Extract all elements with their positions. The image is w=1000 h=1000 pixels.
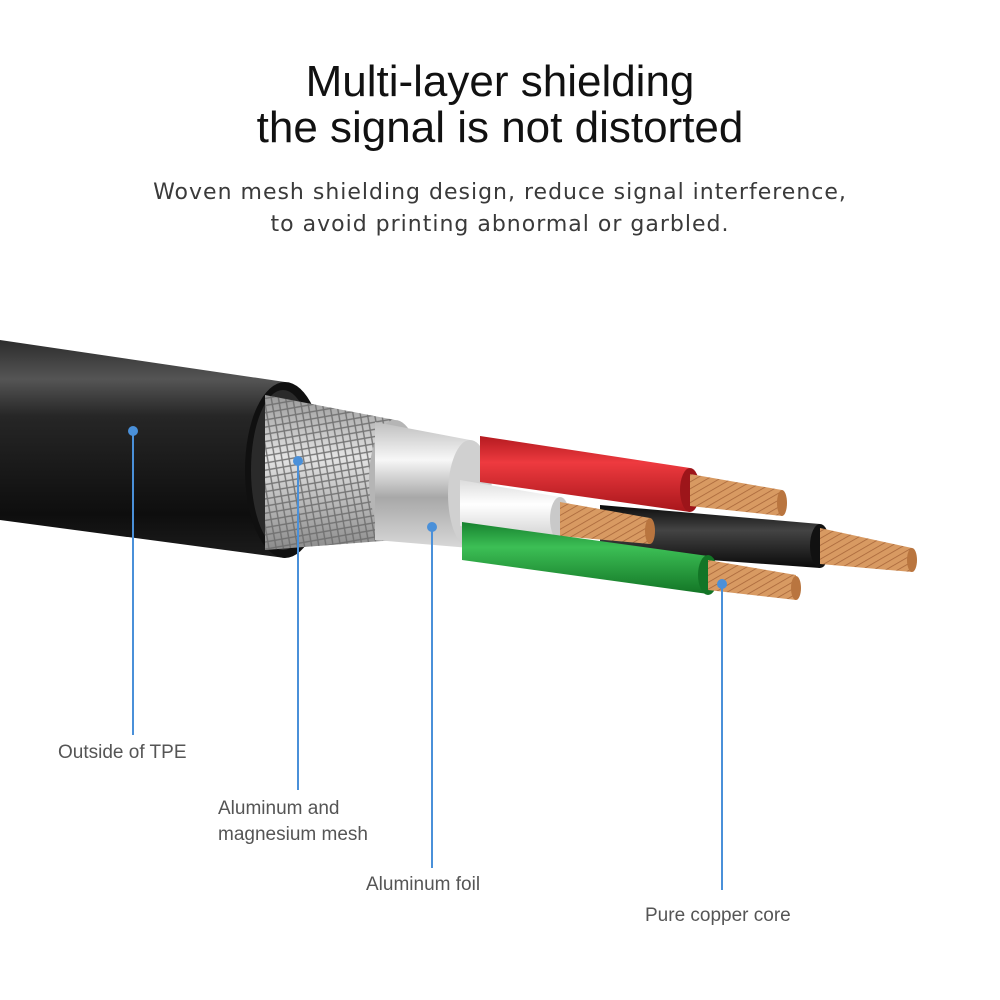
label-aluminum-foil: Aluminum foil xyxy=(366,874,481,895)
label-mesh-line-2: magnesium mesh xyxy=(218,824,368,845)
subtitle-line-1: Woven mesh shielding design, reduce sign… xyxy=(153,180,847,205)
callout-foil xyxy=(427,522,437,868)
label-mesh-line-1: Aluminum and xyxy=(218,798,340,819)
label-copper-core: Pure copper core xyxy=(645,905,791,926)
callout-outside xyxy=(128,426,138,735)
title-line-2: the signal is not distorted xyxy=(256,103,744,152)
callout-mesh xyxy=(293,456,303,790)
label-outside-tpe: Outside of TPE xyxy=(58,742,187,763)
wire-red xyxy=(480,436,787,516)
subtitle-line-2: to avoid printing abnormal or garbled. xyxy=(270,212,730,237)
callout-core xyxy=(717,579,727,890)
title-line-1: Multi-layer shielding xyxy=(305,57,695,106)
wire-green xyxy=(462,522,801,600)
